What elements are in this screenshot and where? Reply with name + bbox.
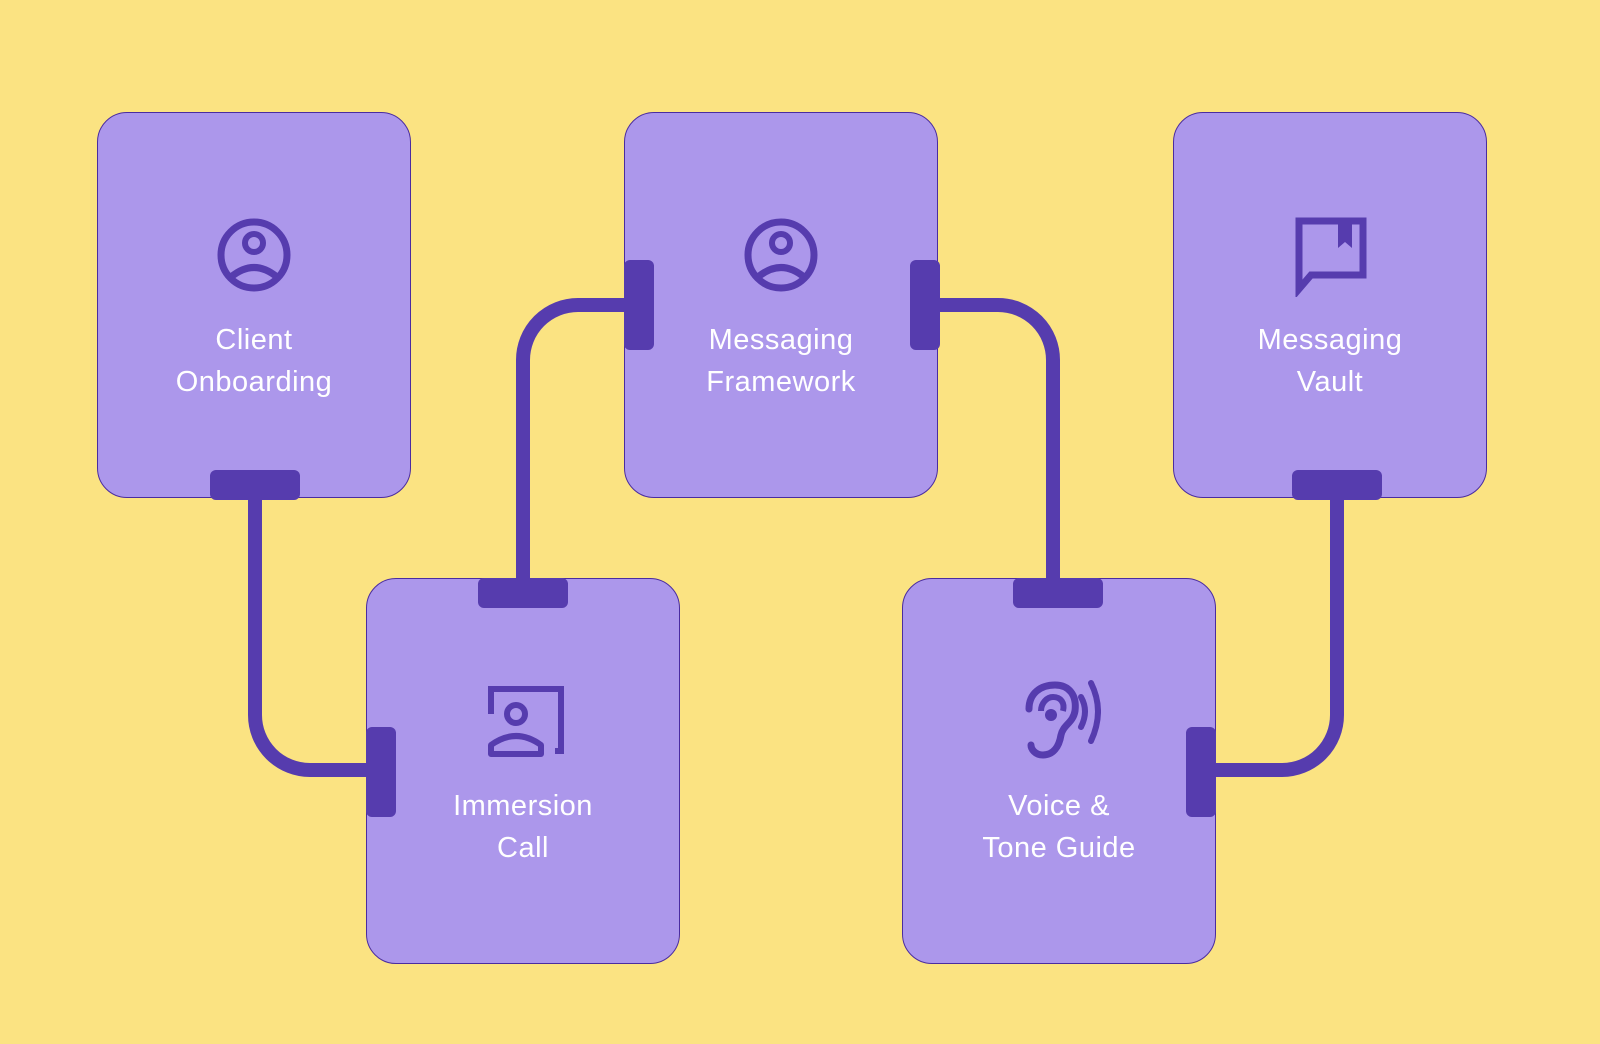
node-label: Messaging Framework xyxy=(706,324,856,398)
node-messaging-framework[interactable]: Messaging Framework xyxy=(624,112,938,498)
node-immersion-call[interactable]: Immersion Call xyxy=(366,578,680,964)
connector-client-onboarding-to-immersion-call xyxy=(248,500,368,777)
account-circle-icon xyxy=(217,218,291,292)
connector-messaging-framework-to-voice-tone-guide xyxy=(940,298,1060,578)
hearing-icon xyxy=(1025,680,1101,759)
node-label: Client Onboarding xyxy=(175,324,333,398)
node-client-onboarding[interactable]: Client Onboarding xyxy=(97,112,411,498)
video-person-icon xyxy=(488,686,564,757)
node-label: Messaging Vault xyxy=(1257,324,1403,398)
node-label: Immersion Call xyxy=(453,790,593,864)
bookmark-chat-icon xyxy=(1295,217,1367,297)
account-circle-icon xyxy=(744,218,818,292)
node-label: Voice & Tone Guide xyxy=(982,790,1136,864)
connector-immersion-call-to-messaging-framework xyxy=(516,298,628,578)
node-messaging-vault[interactable]: Messaging Vault xyxy=(1173,112,1487,498)
connector-voice-tone-guide-to-messaging-vault xyxy=(1216,500,1344,777)
node-voice-tone-guide[interactable]: Voice & Tone Guide xyxy=(902,578,1216,964)
